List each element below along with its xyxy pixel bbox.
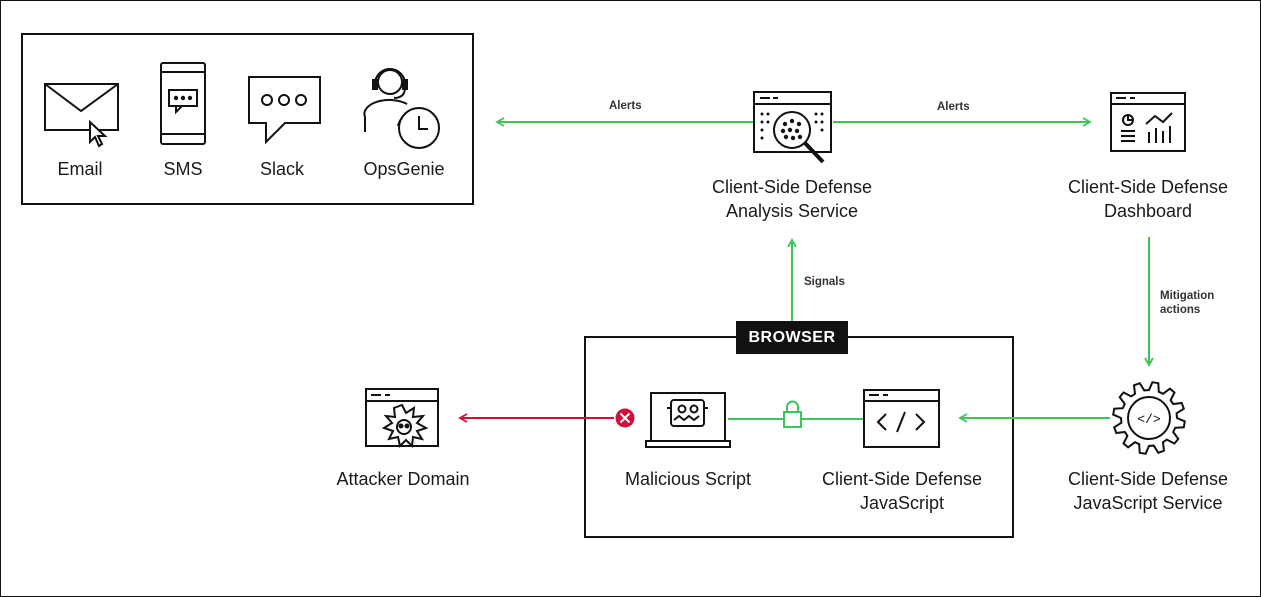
alerts-left-label: Alerts (609, 100, 642, 112)
dashboard-label-line1: Client-Side Defense (1067, 177, 1229, 197)
analysis-service-label: Client-Side Defense Analysis Service (682, 175, 902, 223)
slack-label: Slack (259, 159, 304, 179)
signals-label: Signals (804, 276, 845, 288)
js-service-label-line1: Client-Side Defense (1067, 469, 1229, 489)
dashboard-label-line2: Dashboard (1103, 201, 1193, 221)
email-label: Email (57, 159, 103, 179)
js-service-label: Client-Side Defense JavaScript Service (1038, 467, 1258, 515)
malicious-script-laptop-icon (645, 392, 731, 448)
slack-icon (248, 76, 321, 145)
opsgenie-icon (363, 68, 440, 149)
svg-text:</>: </> (1137, 412, 1161, 427)
dashboard-icon (1110, 92, 1186, 152)
dashboard-label: Client-Side Defense Dashboard (1038, 175, 1258, 223)
malicious-script-label: Malicious Script (624, 469, 752, 489)
blocked-icon (615, 408, 635, 428)
sms-icon (160, 62, 206, 145)
attacker-domain-label: Attacker Domain (336, 469, 470, 489)
js-client-label: Client-Side Defense JavaScript (792, 467, 1012, 515)
js-service-label-line2: JavaScript Service (1073, 493, 1223, 513)
analysis-service-icon (753, 91, 832, 164)
javascript-window-icon (863, 389, 940, 448)
attacker-domain-skull-icon (365, 388, 439, 449)
lock-icon (783, 400, 802, 428)
mitigation-label: Mitigation actions (1160, 289, 1214, 317)
notification-channels-box (21, 33, 474, 205)
sms-label: SMS (163, 159, 203, 179)
mitigation-label-line1: Mitigation (1160, 290, 1215, 302)
email-icon (44, 83, 119, 148)
analysis-service-label-line1: Client-Side Defense (711, 177, 873, 197)
alerts-right-label: Alerts (937, 101, 970, 113)
analysis-service-label-line2: Analysis Service (725, 201, 859, 221)
mitigation-label-line2: actions (1160, 304, 1201, 316)
js-client-label-line2: JavaScript (859, 493, 945, 513)
js-service-gear-icon: </> (1112, 381, 1186, 455)
opsgenie-label: OpsGenie (363, 159, 445, 179)
js-client-label-line1: Client-Side Defense (821, 469, 983, 489)
browser-badge: BROWSER (736, 321, 848, 354)
